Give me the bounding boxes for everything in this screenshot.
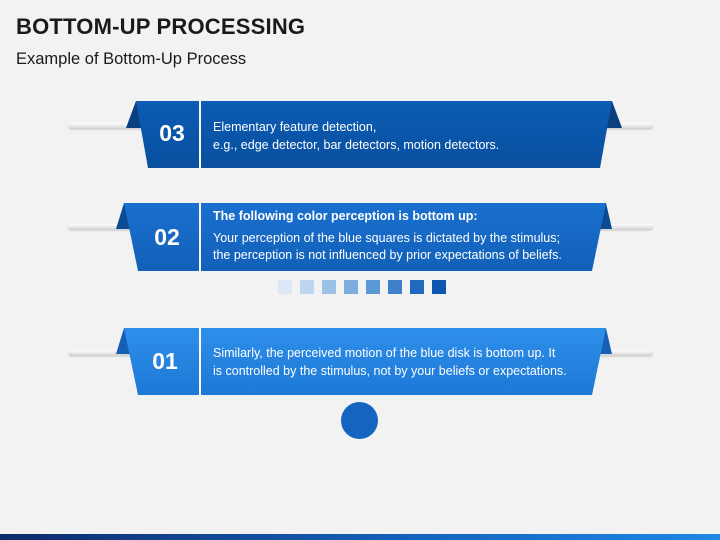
step-number-01: 01 bbox=[152, 348, 178, 374]
rail-left-02 bbox=[68, 224, 140, 230]
page-title: BOTTOM-UP PROCESSING bbox=[16, 14, 306, 39]
banner-03-divider bbox=[199, 101, 201, 168]
blue-square-4 bbox=[344, 280, 358, 294]
blue-square-8 bbox=[432, 280, 446, 294]
step-01-line-2: is controlled by the stimulus, not by yo… bbox=[213, 363, 567, 378]
banner-03-body bbox=[136, 101, 612, 168]
banner-01-divider bbox=[199, 328, 201, 395]
page-subtitle: Example of Bottom-Up Process bbox=[16, 50, 247, 68]
step-02-line-1: Your perception of the blue squares is d… bbox=[213, 230, 560, 245]
banner-02-body bbox=[124, 203, 606, 271]
step-02-text: The following color perception is bottom… bbox=[213, 208, 598, 265]
step-03-text: Elementary feature detection, e.g., edge… bbox=[213, 119, 598, 154]
step-02-line-2: the perception is not influenced by prio… bbox=[213, 248, 562, 262]
blue-square-1 bbox=[278, 280, 292, 294]
step-number-03: 03 bbox=[159, 120, 185, 146]
step-03-line-2: e.g., edge detector, bar detectors, moti… bbox=[213, 137, 500, 152]
footer-bar bbox=[0, 534, 720, 540]
step-02-heading: The following color perception is bottom… bbox=[213, 209, 478, 223]
step-01-text: Similarly, the perceived motion of the b… bbox=[213, 345, 598, 380]
banner-03 bbox=[126, 101, 622, 168]
step-number-02: 02 bbox=[154, 224, 180, 250]
banner-02 bbox=[116, 203, 612, 271]
rail-right-01 bbox=[590, 350, 653, 356]
blue-disk bbox=[341, 402, 378, 439]
step-01-line-1: Similarly, the perceived motion of the b… bbox=[213, 346, 556, 360]
rail-left-01 bbox=[68, 350, 140, 356]
banner-01-body bbox=[124, 328, 606, 395]
rail-right-02 bbox=[590, 224, 653, 230]
blue-square-5 bbox=[366, 280, 380, 294]
blue-square-2 bbox=[300, 280, 314, 294]
blue-square-3 bbox=[322, 280, 336, 294]
banner-02-divider bbox=[199, 203, 201, 271]
step-03-line-1: Elementary feature detection, bbox=[213, 120, 377, 134]
rail-right-03 bbox=[590, 123, 653, 129]
banner-01 bbox=[116, 328, 612, 395]
rail-left-03 bbox=[68, 123, 148, 129]
blue-square-6 bbox=[388, 280, 402, 294]
blue-square-7 bbox=[410, 280, 424, 294]
